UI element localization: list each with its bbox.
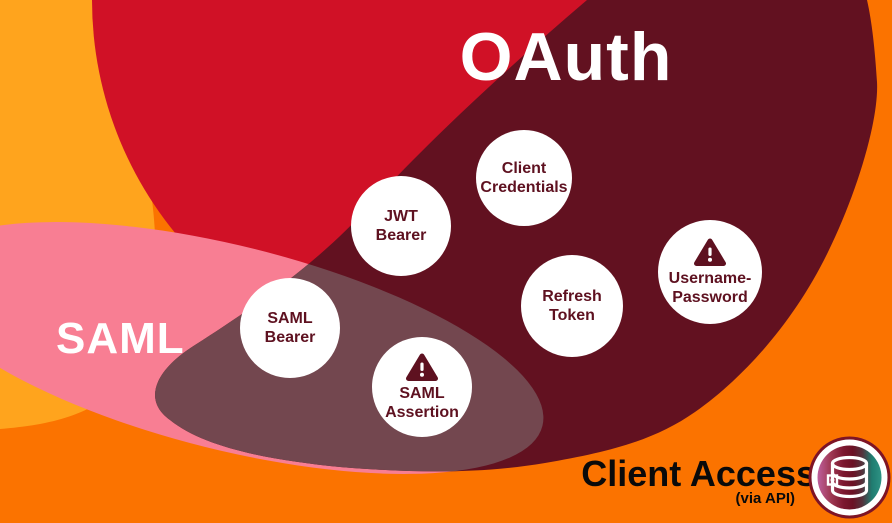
node-label: SAML Bearer [264, 310, 316, 346]
node-label: Refresh Token [542, 288, 602, 324]
node-label: JWT Bearer [375, 208, 427, 244]
node-saml-assertion: SAML Assertion [372, 337, 472, 437]
saml-region-label: SAML [56, 314, 185, 363]
client-access-title: Client Access [581, 453, 816, 494]
via-api-subtitle: (via API) [735, 490, 795, 507]
node-saml-bearer: SAML Bearer [240, 278, 340, 378]
node-username-password: Username- Password [658, 220, 762, 324]
warning-triangle-icon [406, 353, 438, 381]
oauth-region-label: OAuth [459, 19, 673, 95]
warning-triangle-icon [694, 238, 726, 266]
node-refresh-token: Refresh Token [521, 255, 623, 357]
node-client-credentials: Client Credentials [476, 130, 572, 226]
node-jwt-bearer: JWT Bearer [351, 176, 451, 276]
node-label: Client Credentials [480, 160, 568, 196]
node-label: Username- Password [668, 270, 752, 306]
node-label: SAML Assertion [385, 385, 459, 421]
database-icon [808, 436, 891, 519]
